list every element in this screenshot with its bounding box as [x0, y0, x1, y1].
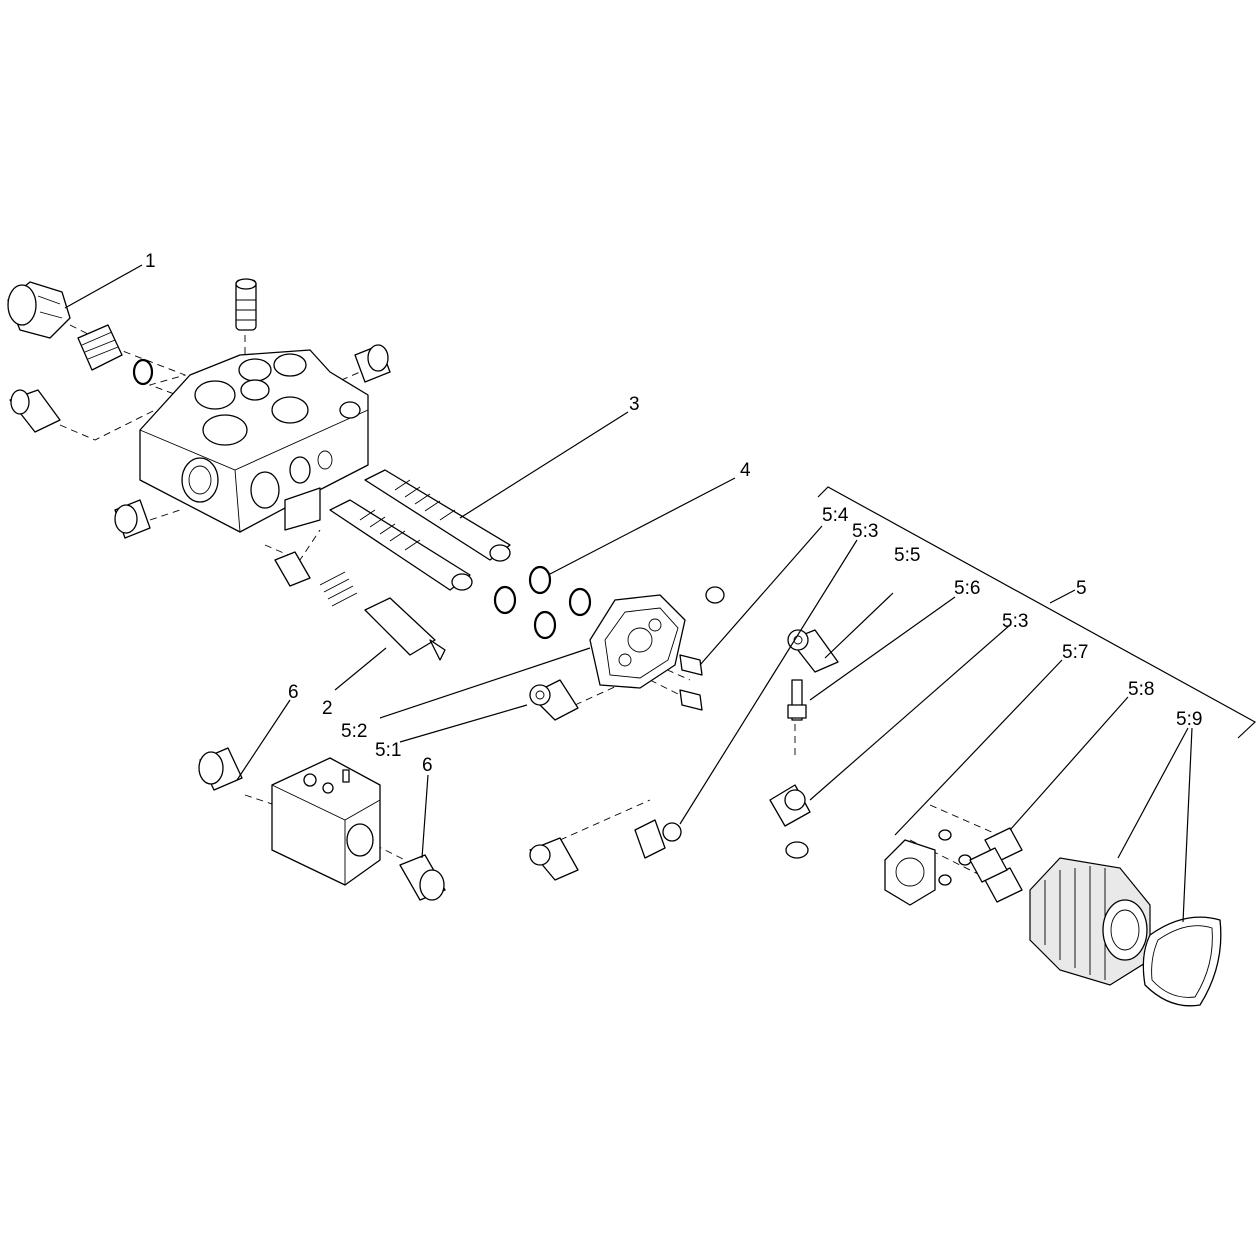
callout-5-8: 5:8: [1128, 679, 1154, 700]
callout-labels: 1 3 4 5:4 5:3 5:5 5 5:6 5:3 5:7 5:8 5:9 …: [145, 251, 1202, 776]
part-2-cartridge: [274, 551, 446, 661]
part-5-8-bellows: [1029, 857, 1151, 986]
part-5-5-rod-end: [787, 629, 839, 673]
part-5-6-stud: [787, 679, 807, 721]
part-5-9-seal: [1142, 916, 1222, 1007]
callout-2: 2: [322, 698, 333, 719]
part-plug-left: [9, 389, 61, 433]
part-5-3-right-eye: [769, 784, 811, 859]
callout-3: 3: [629, 394, 640, 415]
callout-5-2: 5:2: [341, 721, 367, 742]
callout-5-4: 5:4: [822, 505, 849, 526]
valve-body: [139, 349, 369, 533]
part-5-8-screws: [969, 827, 1023, 903]
part-plug-right: [354, 344, 391, 383]
callout-1: 1: [145, 251, 156, 272]
part-6-block: [271, 757, 381, 886]
callout-5-7: 5:7: [1062, 642, 1088, 663]
part-6-plug-right: [399, 854, 446, 901]
callout-5-6: 5:6: [954, 578, 980, 599]
callout-5-5: 5:5: [894, 545, 920, 566]
part-5-2-housing: [589, 586, 725, 711]
callout-5-1: 5:1: [375, 740, 401, 761]
part-3-spools: [329, 469, 511, 591]
part-5-1-rod-end: [529, 679, 579, 721]
part-4-o-rings: [493, 565, 592, 640]
leader-lines: [64, 264, 1257, 923]
part-5-3-left-eye: [529, 819, 682, 881]
part-top-cartridge: [235, 278, 257, 331]
callout-6-right: 6: [422, 755, 433, 776]
part-5-7-hub: [884, 829, 972, 906]
part-plug-bottom: [114, 499, 151, 539]
callout-5-3-top: 5:3: [852, 521, 878, 542]
callout-5: 5: [1076, 578, 1087, 599]
callout-5-9: 5:9: [1176, 709, 1202, 730]
callout-4: 4: [740, 460, 751, 481]
callout-5-3-bottom: 5:3: [1002, 611, 1028, 632]
part-1-end-cap: [7, 281, 154, 386]
callout-6-left: 6: [288, 682, 299, 703]
part-6-plug-left: [198, 747, 243, 791]
